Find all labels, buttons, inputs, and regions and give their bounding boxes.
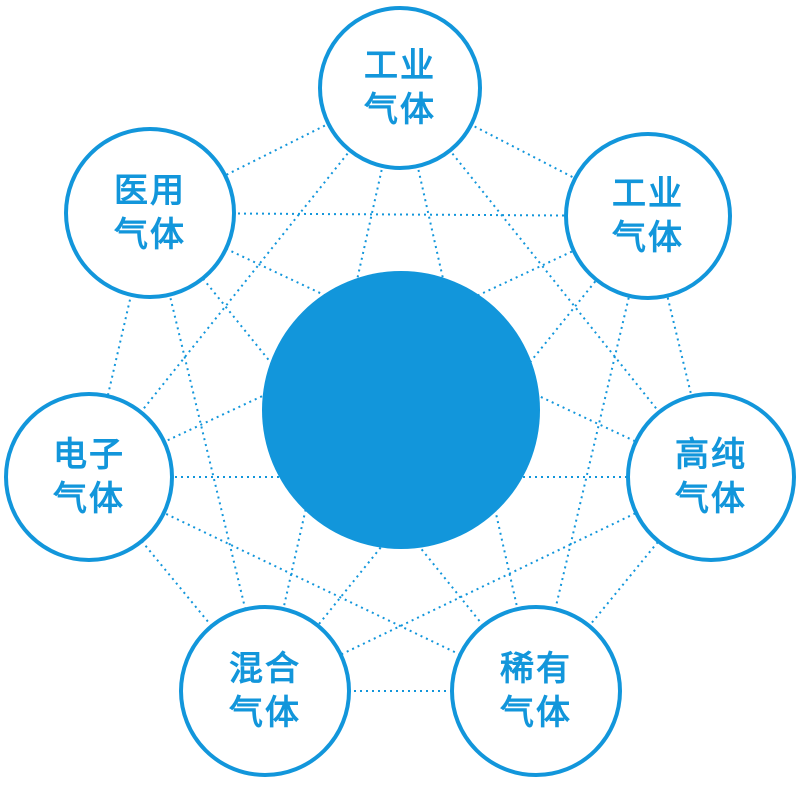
node-mixed-gas: 混合 气体 bbox=[179, 605, 351, 777]
node-label-line: 气体 bbox=[53, 480, 125, 518]
node-industrial-gas-topright: 工业 气体 bbox=[564, 132, 732, 300]
dotted-edge bbox=[149, 87, 401, 214]
node-label-line: 气体 bbox=[675, 480, 747, 518]
node-label-line: 电子 bbox=[53, 435, 125, 474]
node-label-line: 气体 bbox=[364, 91, 436, 129]
dotted-edge bbox=[264, 87, 401, 692]
dotted-edge bbox=[88, 476, 537, 692]
dotted-edge bbox=[399, 87, 649, 217]
node-label-line: 气体 bbox=[229, 694, 301, 732]
node-industrial-gas-top: 工业 气体 bbox=[318, 6, 482, 170]
center-circle bbox=[262, 271, 540, 549]
dotted-edge bbox=[399, 87, 537, 692]
dotted-edge bbox=[264, 476, 712, 692]
node-label-line: 气体 bbox=[612, 219, 684, 257]
node-label-line: 稀有 bbox=[500, 649, 572, 688]
dotted-edge bbox=[149, 212, 712, 478]
node-label-line: 医用 bbox=[114, 171, 186, 210]
node-high-purity-gas: 高纯 气体 bbox=[626, 392, 796, 562]
node-label-line: 高纯 bbox=[675, 435, 747, 474]
dotted-edge bbox=[88, 476, 266, 692]
node-label-line: 气体 bbox=[500, 694, 572, 732]
node-electronic-gas: 电子 气体 bbox=[4, 392, 174, 562]
dotted-edge bbox=[88, 215, 649, 478]
node-label-line: 气体 bbox=[114, 216, 186, 254]
dotted-edge bbox=[535, 476, 712, 692]
node-rare-gas: 稀有 气体 bbox=[450, 605, 622, 777]
node-label-line: 工业 bbox=[364, 46, 436, 85]
node-label-line: 工业 bbox=[612, 174, 684, 213]
node-label-line: 混合 bbox=[229, 649, 301, 688]
node-medical-gas: 医用 气体 bbox=[64, 127, 236, 299]
